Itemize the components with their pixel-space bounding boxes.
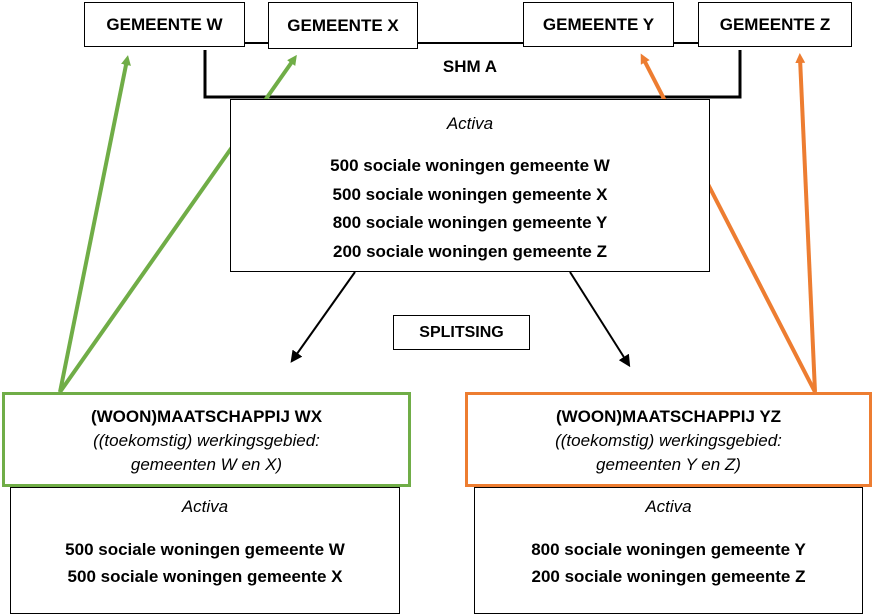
municipality-w-box: GEMEENTE W <box>84 2 245 47</box>
municipality-x-box: GEMEENTE X <box>268 2 418 49</box>
top-assets-heading: Activa <box>446 114 494 133</box>
municipality-x-label: GEMEENTE X <box>287 15 399 35</box>
entity-wx-title: (WOON)MAATSCHAPPIJ WX <box>90 407 323 426</box>
split-label: SPLITSING <box>419 323 504 341</box>
entity-yz-assets-heading: Activa <box>645 497 692 516</box>
arrow-yz-to-z <box>795 53 817 393</box>
entity-wx-assets-box: Activa 500 sociale woningen gemeente W 5… <box>10 487 400 614</box>
shm-bracket <box>203 50 742 99</box>
entity-wx-assets-heading: Activa <box>181 497 229 516</box>
entity-wx-subtitle-1: ((toekomstig) werkingsgebied: <box>93 431 320 450</box>
split-box: SPLITSING <box>393 315 530 350</box>
entity-yz-assets-box: Activa 800 sociale woningen gemeente Y 2… <box>474 487 863 614</box>
entity-yz-box: (WOON)MAATSCHAPPIJ YZ ((toekomstig) werk… <box>465 392 872 487</box>
entity-yz-assets-list: 800 sociale woningen gemeente Y 200 soci… <box>475 536 862 590</box>
top-asset-line: 200 sociale woningen gemeente Z <box>333 241 607 261</box>
entity-yz-asset-line: 800 sociale woningen gemeente Y <box>531 540 806 559</box>
top-asset-line: 500 sociale woningen gemeente W <box>330 156 610 175</box>
entity-wx-assets-list: 500 sociale woningen gemeente W 500 soci… <box>11 536 399 590</box>
top-assets-list: 500 sociale woningen gemeente W 500 soci… <box>231 152 709 266</box>
arrow-wx-to-w <box>58 55 131 393</box>
entity-yz-asset-line: 200 sociale woningen gemeente Z <box>531 567 806 586</box>
top-assets-box: Activa 500 sociale woningen gemeente W 5… <box>230 99 710 272</box>
top-asset-line: 800 sociale woningen gemeente Y <box>332 213 608 232</box>
entity-yz-subtitle-1: ((toekomstig) werkingsgebied: <box>555 431 782 450</box>
entity-yz-title: (WOON)MAATSCHAPPIJ YZ <box>555 407 782 426</box>
entity-yz-subtitle-2: gemeenten Y en Z) <box>596 455 741 474</box>
top-asset-line: 500 sociale woningen gemeente X <box>332 184 608 204</box>
municipality-z-box: GEMEENTE Z <box>698 2 852 47</box>
entity-wx-box: (WOON)MAATSCHAPPIJ WX ((toekomstig) werk… <box>2 392 411 487</box>
entity-wx-subtitle-2: gemeenten W en X) <box>130 455 283 474</box>
municipality-w-label: GEMEENTE W <box>106 14 223 34</box>
municipality-y-label: GEMEENTE Y <box>542 14 655 34</box>
shm-label-text: SHM A <box>442 57 498 76</box>
municipality-z-label: GEMEENTE Z <box>719 14 831 34</box>
entity-wx-asset-line: 500 sociale woningen gemeente W <box>65 540 345 559</box>
municipality-y-box: GEMEENTE Y <box>523 2 674 47</box>
split-arrow-right <box>569 271 631 368</box>
entity-wx-asset-line: 500 sociale woningen gemeente X <box>67 567 343 586</box>
split-arrow-left <box>290 271 356 363</box>
shm-label: SHM A <box>420 55 520 79</box>
